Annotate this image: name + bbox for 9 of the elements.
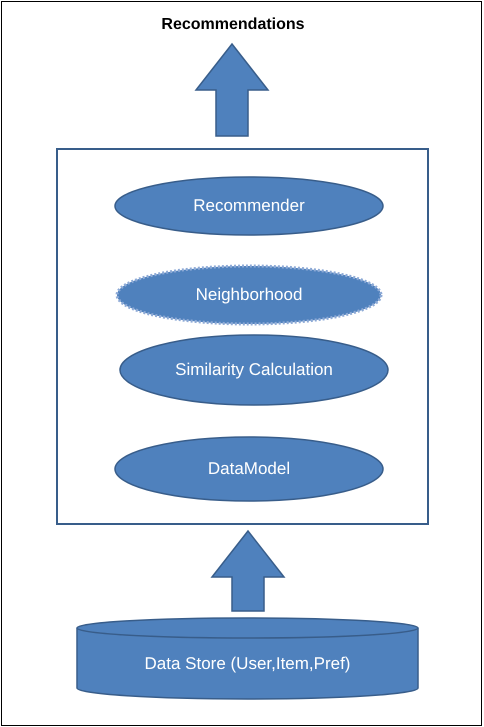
container-box	[56, 148, 429, 525]
node-label: Neighborhood	[194, 284, 304, 306]
node-label: Recommender	[192, 195, 306, 217]
block-arrow	[194, 42, 270, 137]
node-label: Data Store (User,Item,Pref)	[144, 652, 352, 674]
node-label: Similarity Calculation	[174, 359, 334, 381]
block-arrow	[210, 530, 286, 612]
heading-text: Recommendations	[160, 15, 306, 35]
node-label: DataModel	[206, 458, 292, 480]
